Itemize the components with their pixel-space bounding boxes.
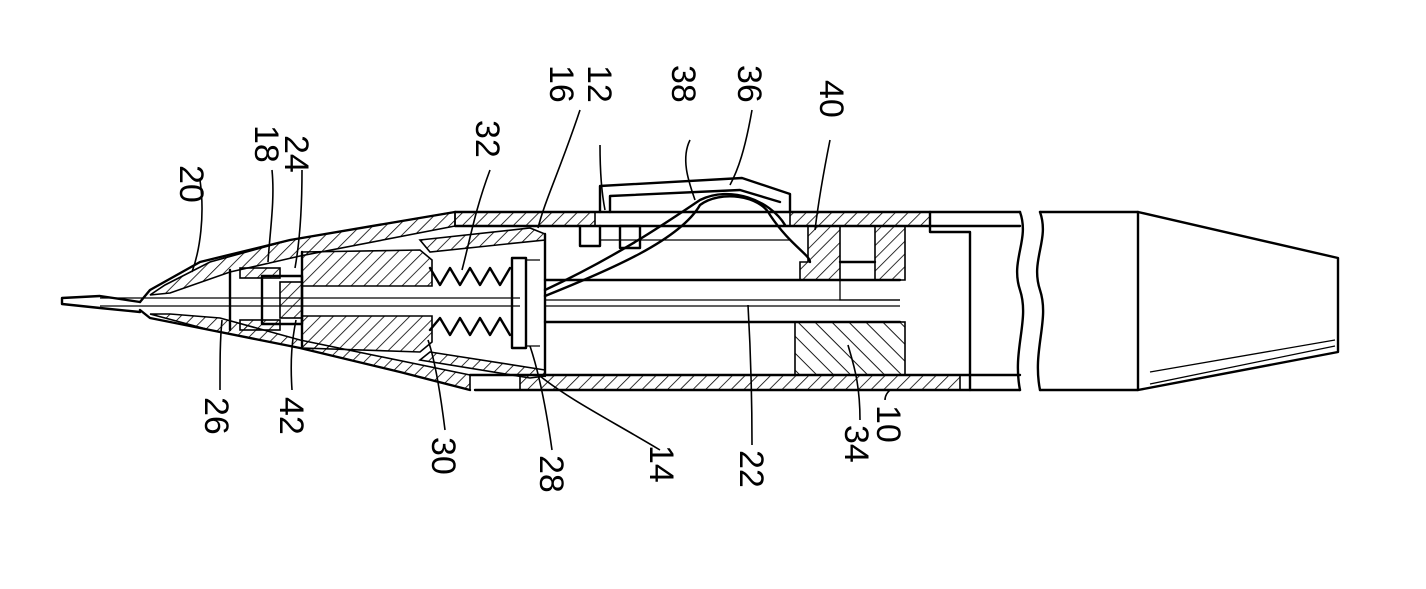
label-26: 26 xyxy=(197,397,235,435)
reference-labels: 20 18 24 32 16 12 38 36 40 26 42 30 28 1… xyxy=(172,65,907,493)
spring xyxy=(428,266,512,337)
end-cap xyxy=(1038,210,1340,392)
label-42: 42 xyxy=(272,397,310,435)
label-24: 24 xyxy=(277,135,315,173)
front-cone xyxy=(60,210,472,392)
label-16: 16 xyxy=(542,65,580,103)
label-36: 36 xyxy=(730,65,768,103)
label-14: 14 xyxy=(642,445,680,483)
label-30: 30 xyxy=(424,437,462,475)
label-32: 32 xyxy=(468,120,506,158)
stopper-blocks xyxy=(794,210,972,392)
inner-sleeve xyxy=(418,227,547,379)
label-38: 38 xyxy=(664,65,702,103)
ratchet-ring xyxy=(510,256,540,350)
label-10: 10 xyxy=(869,405,907,443)
clip-button xyxy=(543,176,812,298)
barrel-body xyxy=(453,210,1045,392)
label-22: 22 xyxy=(732,450,770,488)
label-34: 34 xyxy=(837,425,875,463)
leader-lines xyxy=(191,109,891,451)
label-12: 12 xyxy=(580,65,618,103)
label-20: 20 xyxy=(172,165,210,203)
inner-slider xyxy=(300,249,433,353)
label-40: 40 xyxy=(812,80,850,118)
label-28: 28 xyxy=(532,455,570,493)
lead-tube xyxy=(543,239,902,324)
label-18: 18 xyxy=(247,125,285,163)
